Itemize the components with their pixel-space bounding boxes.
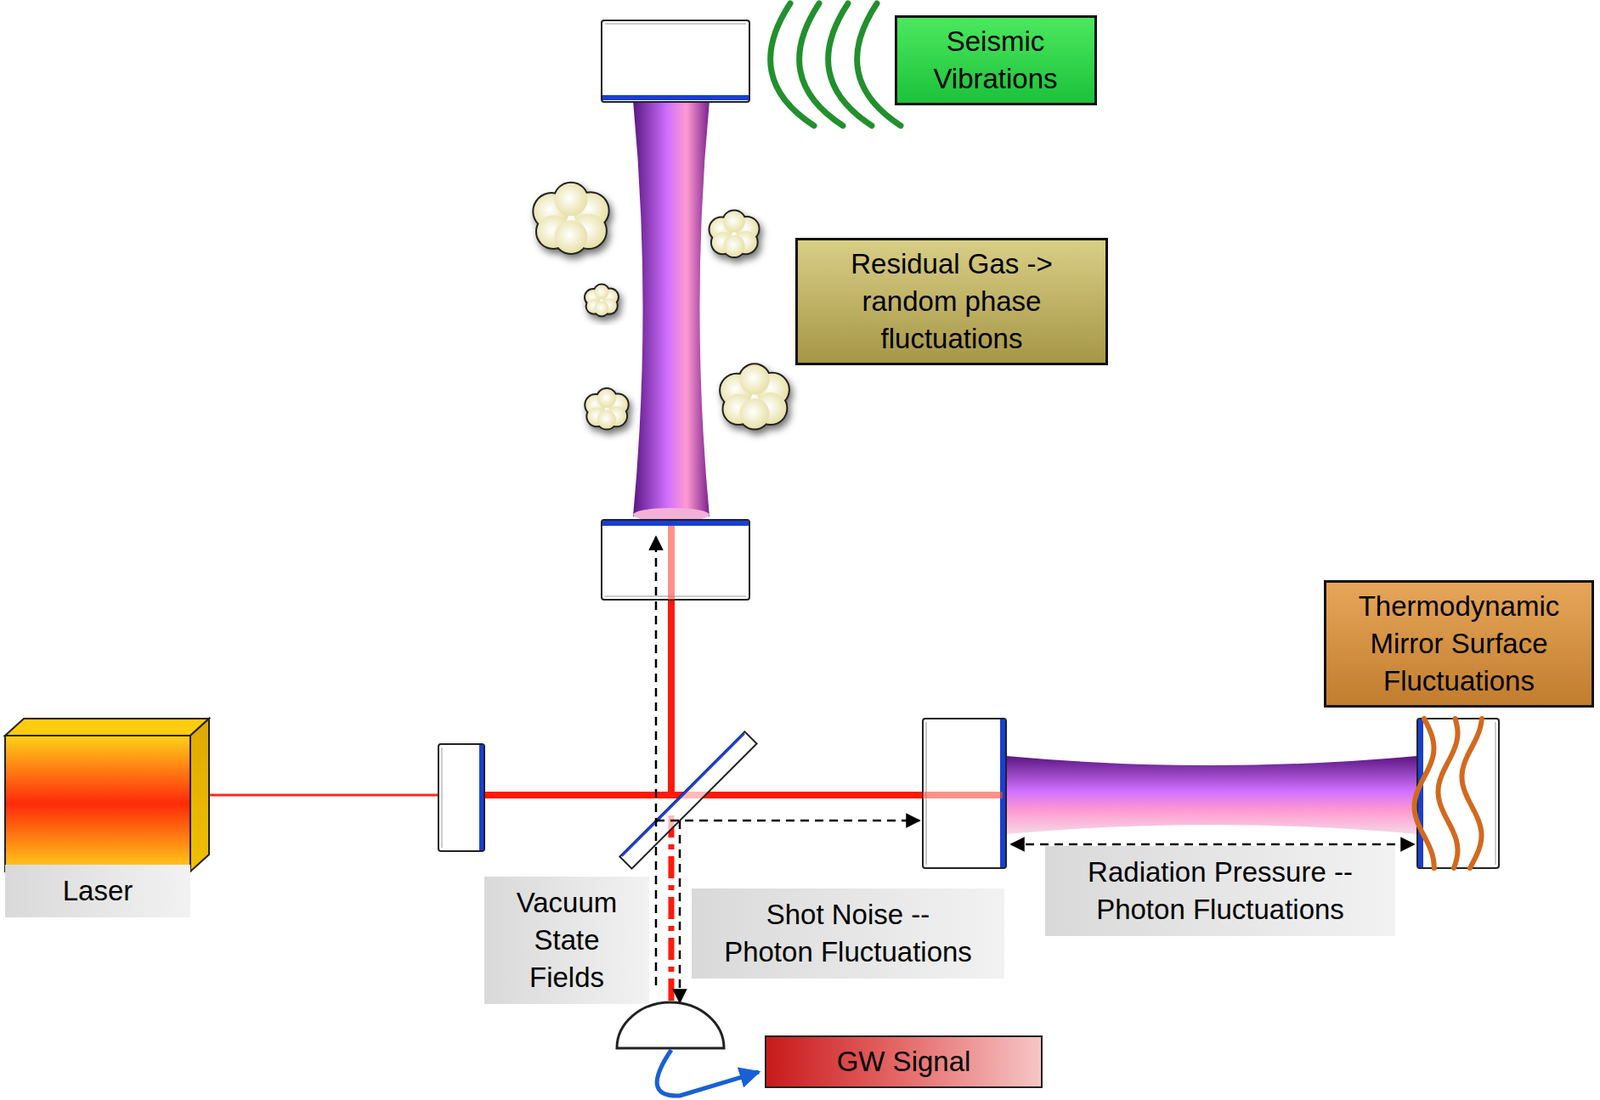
recycling-mirror — [438, 744, 485, 852]
beam-splitter — [619, 731, 757, 869]
laser-beam — [209, 794, 439, 798]
output-beam — [668, 815, 675, 1003]
beam-splitter-glass — [619, 731, 757, 869]
cloud-outline — [739, 398, 769, 429]
mirror-coating — [602, 520, 749, 526]
cloud-fill — [554, 183, 588, 217]
cavity-beam — [633, 100, 710, 517]
cloud-fill — [597, 389, 617, 408]
mirror-coating — [602, 95, 749, 101]
thermal-wave — [1437, 718, 1458, 869]
box-text: Vacuum State Fields — [503, 884, 631, 997]
cloud-fill — [723, 210, 745, 232]
gas-cloud — [720, 364, 789, 429]
laser-beam — [922, 791, 1003, 799]
box-text: Seismic Vibrations — [906, 22, 1086, 98]
vacuum-field-arrow — [678, 820, 682, 1003]
thermal-wave — [1413, 718, 1434, 869]
noise-label: Radiation Pressure -- Photon Fluctuation… — [1045, 846, 1396, 937]
gas-cloud — [533, 183, 608, 254]
vacuum-field-arrow — [655, 537, 658, 986]
box-text: Radiation Pressure -- Photon Fluctuation… — [1067, 853, 1374, 929]
mirror-coating — [479, 745, 484, 851]
input-mirror — [601, 520, 750, 600]
box-text: Laser — [62, 872, 134, 911]
gas-cloud — [585, 389, 628, 430]
cloud-fill — [594, 285, 610, 300]
cloud-outline — [594, 301, 610, 317]
laser-side — [190, 718, 210, 872]
mirror-edge — [604, 596, 747, 598]
mirror-edge — [1495, 722, 1497, 866]
box-text: GW Signal — [836, 1043, 972, 1081]
box-text: Shot Noise -- Photon Fluctuations — [721, 896, 975, 972]
signal-box: GW Signal — [764, 1035, 1043, 1089]
gas-clouds — [533, 183, 789, 430]
cloud-outline — [554, 183, 588, 217]
end-mirror — [601, 20, 750, 102]
noise-box: Seismic Vibrations — [894, 15, 1097, 106]
cloud-outline — [597, 410, 617, 430]
thermal-wave — [1461, 718, 1482, 869]
seismic-arcs — [770, 3, 901, 126]
noise-label: Vacuum State Fields — [484, 876, 650, 1005]
vacuum-field-arrow — [655, 819, 920, 823]
box-text: Thermodynamic Mirror Surface Fluctuation… — [1339, 587, 1578, 701]
cloud-fill — [597, 410, 617, 430]
cloud-fill — [594, 301, 610, 317]
cloud-outline — [597, 389, 617, 408]
cloud-fill — [723, 235, 745, 257]
input-mirror — [922, 718, 1007, 869]
radiation-pressure-arrow — [1011, 843, 1414, 847]
cavity-beam — [1006, 756, 1418, 835]
cloud-outline — [594, 285, 610, 300]
gas-cloud — [710, 210, 759, 257]
gas-cloud — [585, 285, 618, 317]
laser-beam — [667, 525, 675, 600]
mirror-edge — [604, 23, 747, 25]
noise-label: Shot Noise -- Photon Fluctuations — [691, 888, 1005, 979]
cloud-outline — [723, 235, 745, 257]
mirror-edge — [441, 747, 443, 849]
beam-splitter-coating — [621, 734, 745, 857]
laser-beam-glow — [209, 791, 439, 800]
box-text: Residual Gas -> random phase fluctuation… — [824, 245, 1080, 358]
cloud-fill — [739, 364, 769, 395]
cloud-outline — [739, 364, 769, 395]
signal-arrow — [656, 1050, 759, 1097]
laser-top — [5, 718, 210, 736]
photodetector — [616, 1002, 724, 1049]
component-label: Laser — [5, 865, 191, 918]
laser-body — [5, 735, 191, 872]
thermal-waves — [1413, 718, 1482, 869]
cloud-fill — [554, 220, 588, 254]
cloud-fill — [739, 398, 769, 429]
noise-box: Thermodynamic Mirror Surface Fluctuation… — [1323, 580, 1595, 708]
cloud-outline — [554, 220, 588, 254]
cloud-outline — [723, 210, 745, 232]
noise-box: Residual Gas -> random phase fluctuation… — [795, 237, 1109, 366]
